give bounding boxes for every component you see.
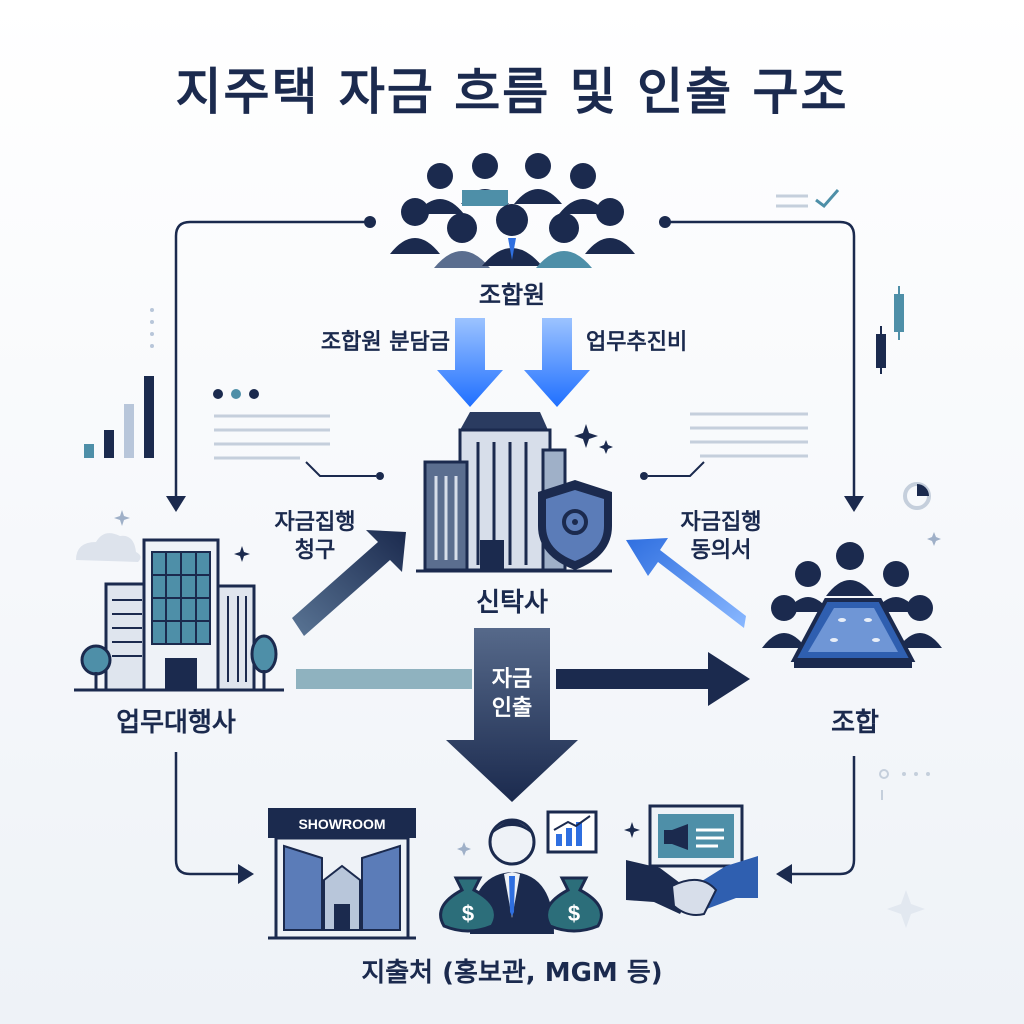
flow-exec-consent-1: 자금집행 bbox=[680, 510, 762, 535]
showroom-sign: SHOWROOM bbox=[298, 816, 385, 832]
flow-exec-consent-2: 동의서 bbox=[690, 538, 752, 563]
growth-chart-icon bbox=[546, 810, 598, 854]
candlestick-icon bbox=[876, 286, 904, 374]
flow-exec-request-2: 청구 bbox=[294, 538, 336, 563]
document-lines-icon bbox=[640, 412, 808, 480]
document-lines-icon bbox=[213, 389, 384, 480]
shield-icon bbox=[538, 480, 612, 570]
node-union: 조합 bbox=[831, 708, 879, 738]
member-share-arrow bbox=[437, 318, 503, 407]
arrowhead-icon bbox=[844, 496, 864, 512]
checklist-icon bbox=[776, 189, 840, 209]
connector-dot bbox=[659, 216, 671, 228]
withdraw-arrow bbox=[446, 628, 578, 802]
svg-text:$: $ bbox=[462, 901, 474, 926]
exec-request-arrow bbox=[292, 530, 406, 636]
flow-withdraw-1: 자금 bbox=[491, 667, 533, 692]
exec-consent-arrow bbox=[626, 538, 746, 628]
businessman-icon bbox=[470, 818, 554, 934]
arrowhead-icon bbox=[776, 864, 792, 884]
flow-withdraw-2: 인출 bbox=[491, 696, 533, 721]
showroom-icon bbox=[268, 808, 416, 940]
node-trust: 신탁사 bbox=[476, 588, 548, 618]
arrowhead-icon bbox=[166, 496, 186, 512]
spend-connectors bbox=[174, 752, 856, 876]
flow-member-share: 조합원 분담금 bbox=[320, 330, 450, 355]
sparkle-icon bbox=[114, 510, 941, 928]
connector-dot bbox=[364, 216, 376, 228]
node-agency: 업무대행사 bbox=[116, 708, 236, 738]
sparkle-icon bbox=[574, 424, 613, 454]
node-members: 조합원 bbox=[478, 281, 546, 309]
member-connectors bbox=[174, 220, 856, 502]
agency-building-icon bbox=[74, 533, 284, 692]
bar-chart-icon bbox=[84, 308, 154, 458]
svg-text:$: $ bbox=[568, 901, 580, 926]
handshake-icon bbox=[626, 804, 758, 916]
business-fee-arrow bbox=[524, 318, 590, 407]
flow-business-fee: 업무추진비 bbox=[586, 330, 688, 355]
money-bag-icon: $ bbox=[439, 876, 497, 933]
flow-exec-request-1: 자금집행 bbox=[274, 510, 356, 535]
dots-decoration bbox=[879, 769, 930, 800]
union-meeting-icon bbox=[762, 542, 942, 668]
arrowhead-icon bbox=[238, 864, 254, 884]
horizontal-arrow-left bbox=[296, 669, 472, 689]
page-title: 지주택 자금 흐름 및 인출 구조 bbox=[175, 63, 849, 121]
members-group-icon bbox=[390, 153, 635, 268]
node-spend: 지출처 (홍보관, MGM 등) bbox=[361, 958, 663, 988]
pie-chart-icon bbox=[903, 482, 931, 510]
horizontal-arrow-right bbox=[556, 652, 750, 706]
money-bag-icon: $ bbox=[545, 876, 603, 933]
